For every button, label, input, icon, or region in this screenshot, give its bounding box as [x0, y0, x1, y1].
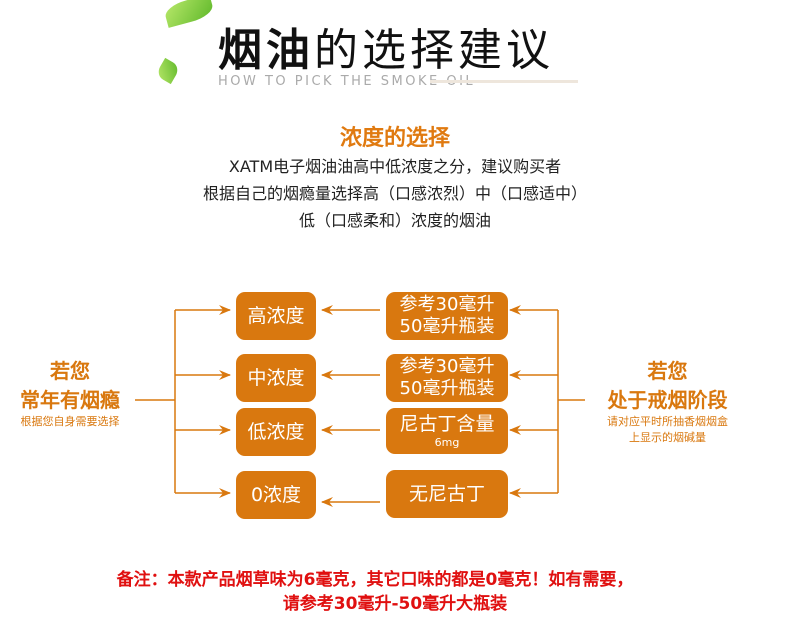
left-line1: 若您 — [50, 359, 90, 383]
level-medium: 中浓度 — [236, 354, 316, 402]
note-line: 备注：本款产品烟草味为6毫克，其它口味的都是0毫克！如有需要， — [116, 570, 634, 590]
intro-line: 低（口感柔和）浓度的烟油 — [298, 211, 491, 230]
page-subtitle: HOW TO PICK THE SMOKE OIL — [218, 74, 476, 89]
note-line: 请参考30毫升-50毫升大瓶装 — [282, 594, 508, 614]
left-label: 若您 常年有烟瘾 根据您自身需要选择 — [0, 355, 140, 429]
right-line1: 若您 — [647, 359, 688, 383]
ref-line: 尼古丁含量 — [399, 413, 495, 435]
level-high: 高浓度 — [236, 292, 316, 340]
divider — [430, 80, 578, 83]
intro-line: 根据自己的烟瘾量选择高（口感浓烈）中（口感适中） — [202, 184, 587, 203]
ref-box: 无尼古丁 — [386, 470, 508, 518]
ref-line: 参考30毫升 — [399, 356, 495, 378]
left-hint: 根据您自身需要选择 — [20, 415, 120, 428]
ref-line: 50毫升瓶装 — [399, 378, 495, 399]
page-title: 烟油的选择建议 — [218, 25, 554, 76]
right-hint: 请对应平时所抽香烟烟盒 — [607, 415, 728, 428]
left-line2: 常年有烟瘾 — [20, 388, 120, 412]
level-zero: 0浓度 — [236, 471, 316, 519]
level-low: 低浓度 — [236, 408, 316, 456]
ref-line: 参考30毫升 — [399, 294, 495, 316]
intro-line: XATM电子烟油油高中低浓度之分，建议购买者 — [228, 157, 562, 176]
section-heading: 浓度的选择 — [339, 126, 450, 151]
ref-line: 无尼古丁 — [408, 482, 485, 505]
right-label: 若您 处于戒烟阶段 请对应平时所抽香烟烟盒 上显示的烟碱量 — [585, 355, 750, 445]
right-hint: 上显示的烟碱量 — [629, 431, 706, 444]
ref-line: 50毫升瓶装 — [399, 316, 495, 337]
ref-line: 6mg — [434, 435, 460, 449]
right-line2: 处于戒烟阶段 — [607, 388, 728, 412]
